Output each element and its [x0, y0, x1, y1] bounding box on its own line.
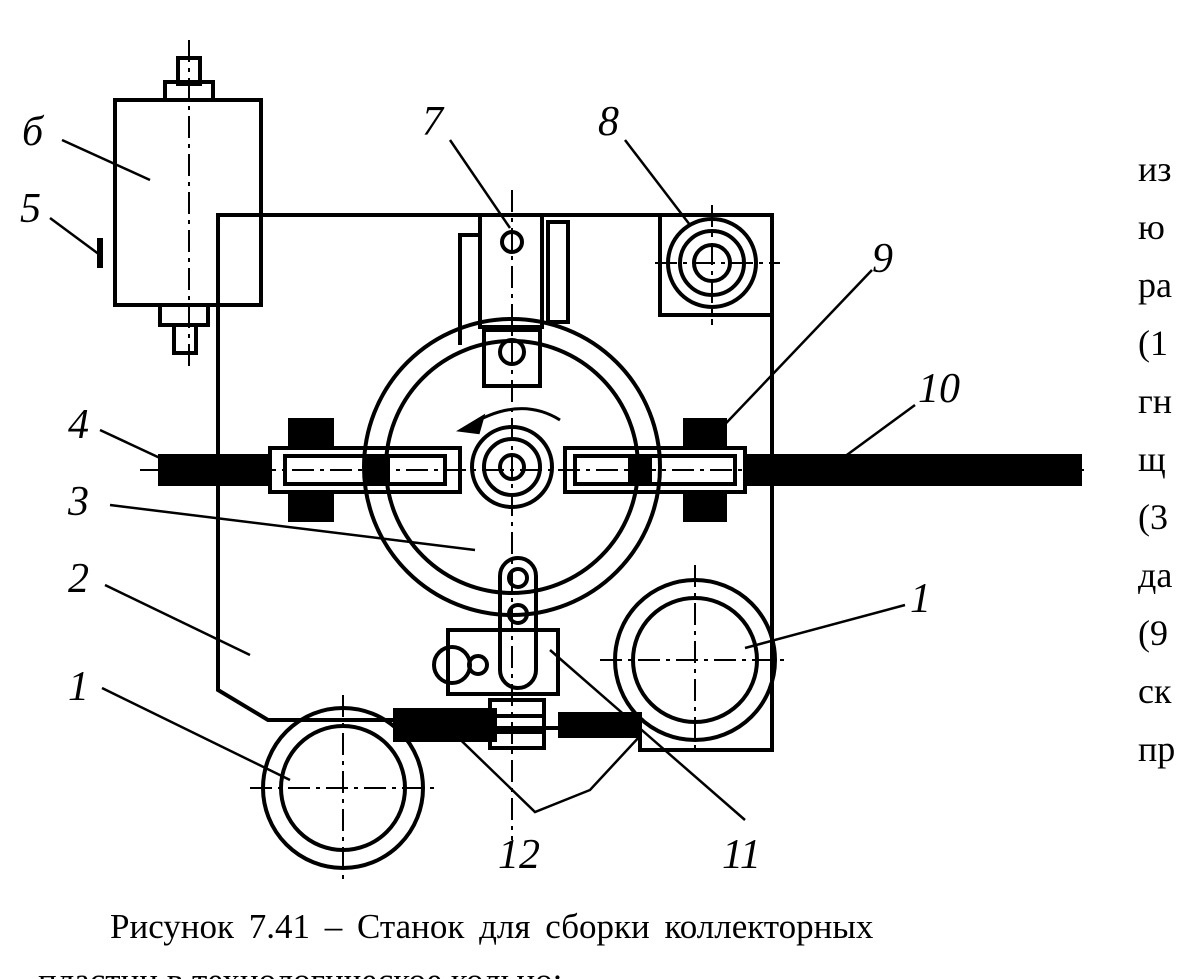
side-text-line: щ	[1138, 439, 1166, 479]
carriage-7	[478, 213, 544, 329]
plate-support-right	[558, 712, 642, 738]
side-text-line: (9	[1138, 613, 1168, 653]
left-clamp-nut-top	[288, 418, 334, 450]
motor-bottom-shaft	[172, 323, 198, 355]
callout-12: 12	[498, 832, 540, 878]
left-clamp-nut-bottom	[288, 490, 334, 522]
rotation-arrowhead	[456, 413, 486, 435]
callout-6: б	[22, 109, 45, 155]
cropped-side-text: из ю ра (1 гн щ (3 да (9 ск пр	[1138, 140, 1193, 778]
right-clamp-nut-bottom	[683, 490, 727, 522]
callout-10: 10	[918, 366, 960, 412]
callout-1-right: 1	[910, 576, 931, 622]
fixture-block	[446, 628, 560, 696]
leader-3	[109, 503, 476, 552]
caption-line-1: Рисунок 7.41 – Станок для сборки коллект…	[110, 907, 874, 946]
figure-caption: Рисунок 7.41 – Станок для сборки коллект…	[0, 900, 1090, 979]
leader-1-right	[744, 603, 906, 650]
right-clamp-nut-top	[683, 418, 727, 450]
leader-9	[709, 269, 873, 441]
callout-7: 7	[422, 99, 445, 145]
side-text-line: гн	[1138, 381, 1173, 421]
fixture-stack	[488, 698, 546, 750]
callout-8: 8	[598, 99, 619, 145]
fixture-wheel	[432, 645, 472, 685]
callout-11: 11	[722, 832, 761, 878]
leader-8	[624, 139, 691, 226]
handwheel-housing	[658, 213, 774, 317]
motor-bottom-flange	[158, 303, 210, 327]
side-text-line: ск	[1138, 671, 1172, 711]
caption-line-2: пластин в технологическое кольцо:	[0, 954, 1090, 979]
leader-7	[448, 139, 512, 229]
machine-diagram: 1 1 2 3 4 5 б 7 8 9 10 11 12	[20, 40, 1090, 880]
leader-12	[439, 719, 641, 814]
leader-5	[49, 216, 101, 257]
fixture-wheel-hub	[467, 654, 489, 676]
callout-3: 3	[67, 479, 89, 525]
callout-4: 4	[68, 402, 89, 448]
side-text-line: ра	[1138, 265, 1172, 305]
leader-10	[839, 403, 916, 462]
callout-5: 5	[20, 186, 41, 232]
callout-2: 2	[68, 556, 89, 602]
leader-4	[99, 428, 176, 467]
carriage-guide	[458, 233, 480, 345]
rod-4	[158, 454, 272, 486]
carriage-side-rail	[546, 220, 570, 324]
side-text-line: ю	[1138, 207, 1165, 247]
side-text-line: да	[1138, 555, 1173, 595]
side-text-line: (1	[1138, 323, 1168, 363]
leader-2	[104, 583, 251, 657]
side-text-line: из	[1138, 149, 1172, 189]
leader-1-lower	[101, 686, 291, 782]
side-text-line: пр	[1138, 729, 1176, 769]
lever-pin-mid	[507, 603, 529, 625]
hub-inner	[498, 453, 526, 481]
leader-11	[549, 649, 746, 821]
callout-1-lower: 1	[68, 664, 89, 710]
leader-6	[61, 138, 151, 182]
lever-11	[498, 556, 538, 690]
callout-9: 9	[872, 236, 893, 282]
lever-pin-top	[507, 567, 529, 589]
side-text-line: (3	[1138, 497, 1168, 537]
